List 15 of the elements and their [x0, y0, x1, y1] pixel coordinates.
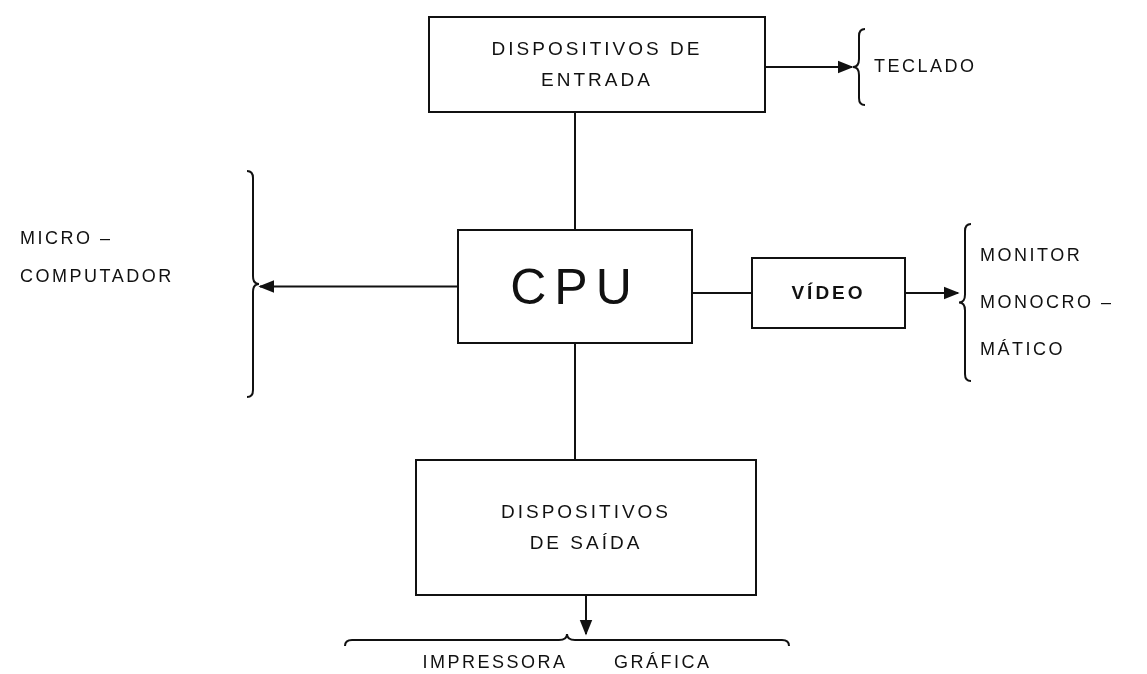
process-box: VÍDEO: [751, 257, 906, 329]
arrow: [579, 595, 593, 636]
arrow: [765, 60, 854, 74]
arrow: [258, 280, 458, 293]
label-text: MONITOR MONOCRO – MÁTICO: [980, 244, 1115, 361]
connector-line: [574, 112, 576, 230]
process-box: CPU: [457, 229, 693, 344]
arrow: [905, 286, 960, 300]
label-text: TECLADO: [874, 55, 977, 79]
label-text: MICRO – COMPUTADOR: [20, 227, 175, 288]
process-box: DISPOSITIVOS DE SAÍDA: [415, 459, 757, 596]
connector-line: [574, 343, 576, 460]
process-box: DISPOSITIVOS DE ENTRADA: [428, 16, 766, 113]
connector-line: [692, 292, 752, 294]
label-text: IMPRESSORA GRÁFICA: [422, 651, 712, 674]
